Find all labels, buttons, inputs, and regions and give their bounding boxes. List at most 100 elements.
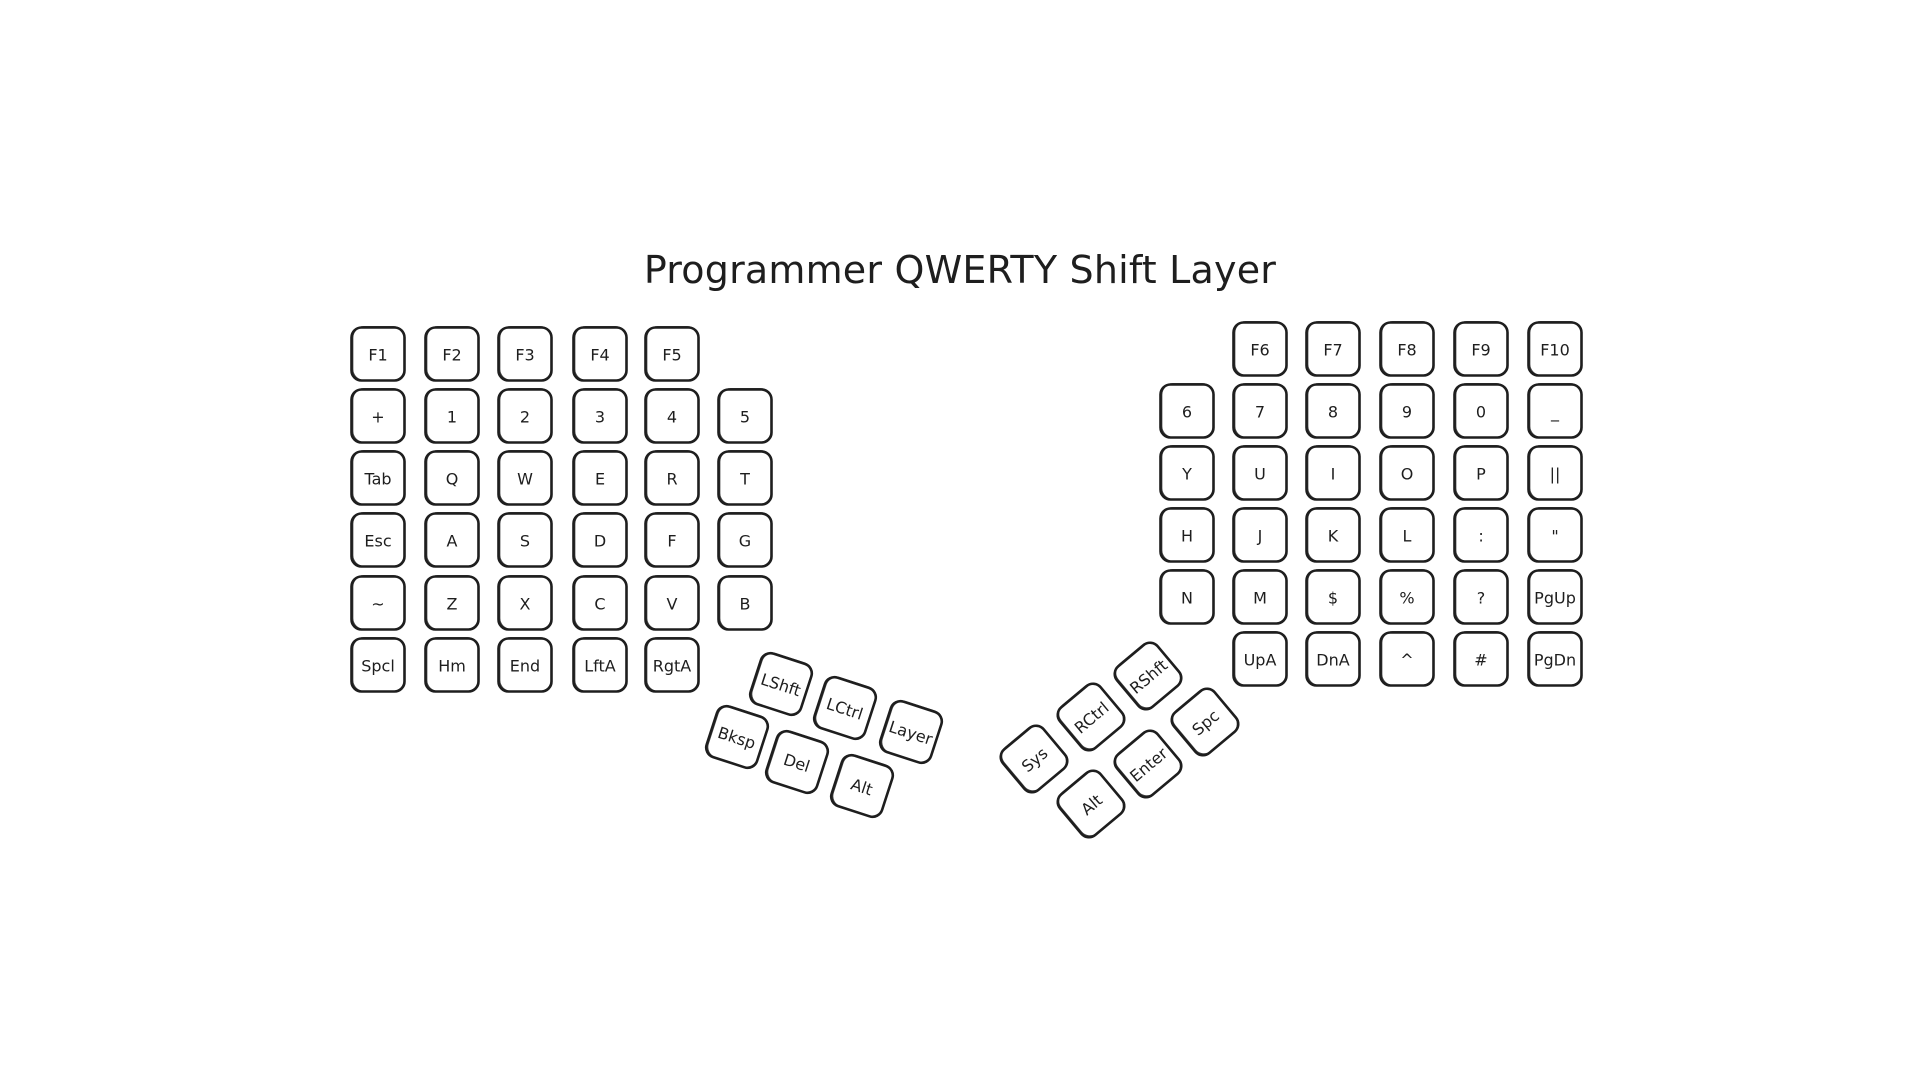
key-label: 7 [1255,403,1265,422]
key-label: : [1478,527,1483,546]
key-label: R [666,470,677,489]
key-outline-sketch [646,450,699,505]
key-outline-sketch [1234,445,1287,500]
key-outline-sketch [719,450,772,505]
key-label: 5 [740,408,750,427]
key-outline-sketch [499,575,552,630]
key-dollar-r42: $ [1305,569,1361,625]
key-label: ~ [371,595,384,614]
key-m-r41: M [1232,569,1288,625]
key-label: " [1551,527,1558,546]
key-hash-r53: # [1453,631,1509,687]
key-outline-sketch [832,754,894,817]
thumb-key-bksp-l3: Bksp [704,704,770,770]
key-1-l11: 1 [424,388,480,444]
key-s-l32: S [497,512,553,568]
key-label: A [447,532,458,551]
key-z-l41: Z [424,575,480,631]
key-5-l15: 5 [717,388,773,444]
key-outline-sketch [1057,683,1125,750]
key-double-pipe-r25: || [1527,445,1583,501]
key-label: F4 [590,346,609,365]
key-7-r11: 7 [1232,383,1288,439]
key-outline-sketch [352,637,405,692]
key-r-l24: R [644,450,700,506]
key-f8-r02: F8 [1379,321,1435,377]
key-l-r33: L [1379,507,1435,563]
key-label: ? [1477,589,1486,608]
key-label: F10 [1540,341,1570,360]
thumb-key-sys-r2: Sys [999,724,1069,794]
key-0-r14: 0 [1453,383,1509,439]
key-outline-sketch [1529,445,1582,500]
key-outline-sketch [646,326,699,381]
key-outline-sketch [499,326,552,381]
key-outline-sketch [1529,321,1582,376]
key-label: || [1550,465,1561,484]
key-label: + [371,408,384,427]
key-label: Esc [364,532,391,551]
key-outline-sketch [719,512,772,567]
key-k-r32: K [1305,507,1361,563]
thumb-key-alt-l5: Alt [829,753,895,819]
key-tab-l20: Tab [350,450,406,506]
key-outline-sketch [426,326,479,381]
key-pgup-r45: PgUp [1527,569,1583,625]
thumb-key-rctrl-r1: RCtrl [1056,682,1126,752]
key-label: ^ [1400,651,1413,670]
key-outline-sketch [1234,321,1287,376]
key-label: End [510,657,540,676]
key-outline-sketch [1529,631,1582,686]
key-label: DnA [1316,651,1349,670]
key-quote-r35: " [1527,507,1583,563]
key-outline-sketch [499,450,552,505]
key-label: U [1254,465,1266,484]
key-outline-sketch [1057,770,1125,837]
key-question-r44: ? [1453,569,1509,625]
key-outline-sketch [1114,642,1182,709]
thumb-key-rshft-r0: RShft [1113,641,1183,711]
key-v-l44: V [644,575,700,631]
key-label: M [1253,589,1267,608]
key-outline-sketch [881,700,943,763]
key-j-r31: J [1232,507,1288,563]
key-label: T [739,470,750,489]
key-label: F8 [1397,341,1416,360]
key-3-l13: 3 [572,388,628,444]
key-label: F6 [1250,341,1269,360]
key-upa-r50: UpA [1232,631,1288,687]
key-8-r12: 8 [1305,383,1361,439]
key-p-r24: P [1453,445,1509,501]
key-outline-sketch [1529,569,1582,624]
key-label: D [594,532,606,551]
key-q-l21: Q [424,450,480,506]
key-label: PgUp [1534,589,1576,608]
key-outline-sketch [1455,445,1508,500]
key-label: 9 [1402,403,1412,422]
key-label: _ [1550,403,1560,423]
key-colon-r34: : [1453,507,1509,563]
key-label: E [595,470,605,489]
key-outline-sketch [646,575,699,630]
key-w-l22: W [497,450,553,506]
key-outline-sketch [426,388,479,443]
key-outline-sketch [426,450,479,505]
key-n-r40: N [1159,569,1215,625]
key-outline-sketch [1161,569,1214,624]
key-label: UpA [1244,651,1277,670]
key-outline-sketch [1307,445,1360,500]
key-label: 2 [520,408,530,427]
key-outline-sketch [1381,507,1434,562]
key-pgdn-r54: PgDn [1527,631,1583,687]
key-label: LftA [584,657,616,676]
key-outline-sketch [707,705,769,768]
key-outline-sketch [1455,631,1508,686]
key-label: Tab [363,470,391,489]
key-spcl-l50: Spcl [350,637,406,693]
key-label: Spcl [361,657,395,676]
key-outline-sketch [1171,688,1239,755]
key-outline-sketch [1161,445,1214,500]
key-outline-sketch [646,637,699,692]
